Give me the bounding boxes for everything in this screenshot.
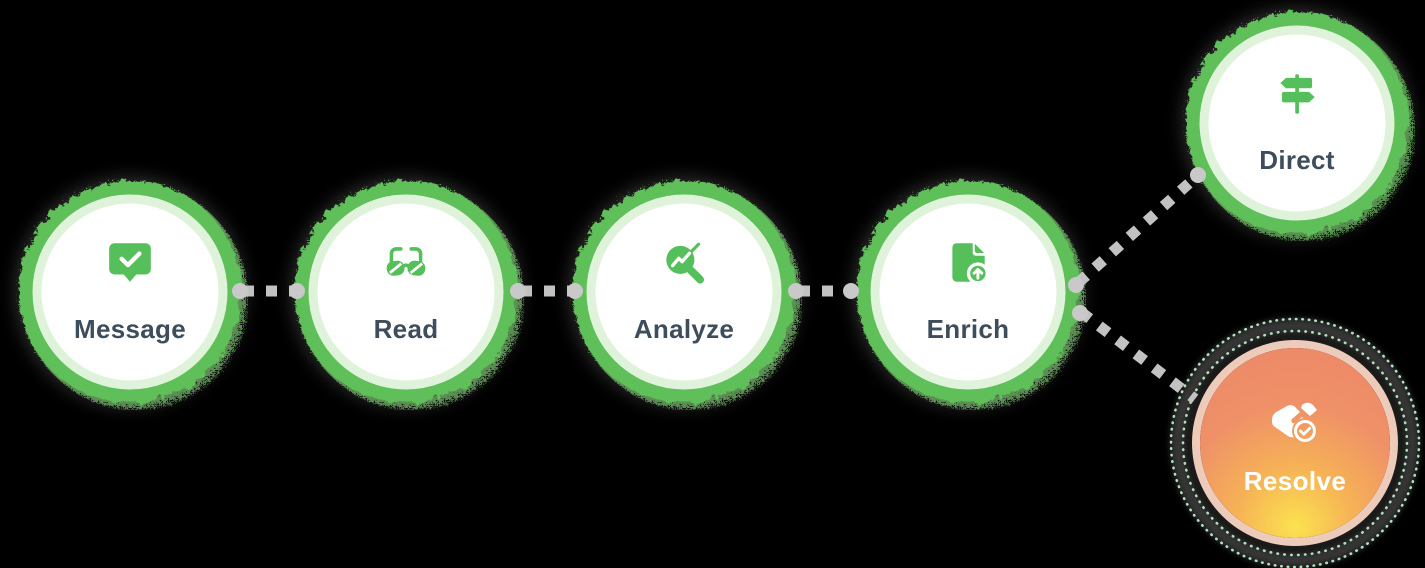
node-label: Analyze [633,314,735,344]
textured-ring [1184,10,1410,236]
signpost-icon [1272,69,1322,119]
file-upload-icon [943,238,993,288]
magnifier-chart-icon [659,238,709,288]
node-label: Resolve [1243,466,1347,496]
node-label: Direct [1259,145,1335,175]
glasses-icon [381,238,431,288]
node-label: Read [373,314,439,344]
node-analyze: Analyze [566,174,802,410]
textured-ring [17,179,243,405]
message-check-icon [105,238,155,288]
node-label: Enrich [926,314,1010,344]
node-read: Read [288,174,524,410]
node-enrich: Enrich [850,174,1086,410]
node-message: Message [12,174,248,410]
orbit-rings [1169,317,1421,568]
node-direct: Direct [1179,5,1415,241]
resolve-circle: Resolve [1200,348,1390,538]
node-resolve: Resolve [1163,311,1425,568]
handshake-check-icon [1269,396,1321,448]
node-label: Message [74,314,186,344]
